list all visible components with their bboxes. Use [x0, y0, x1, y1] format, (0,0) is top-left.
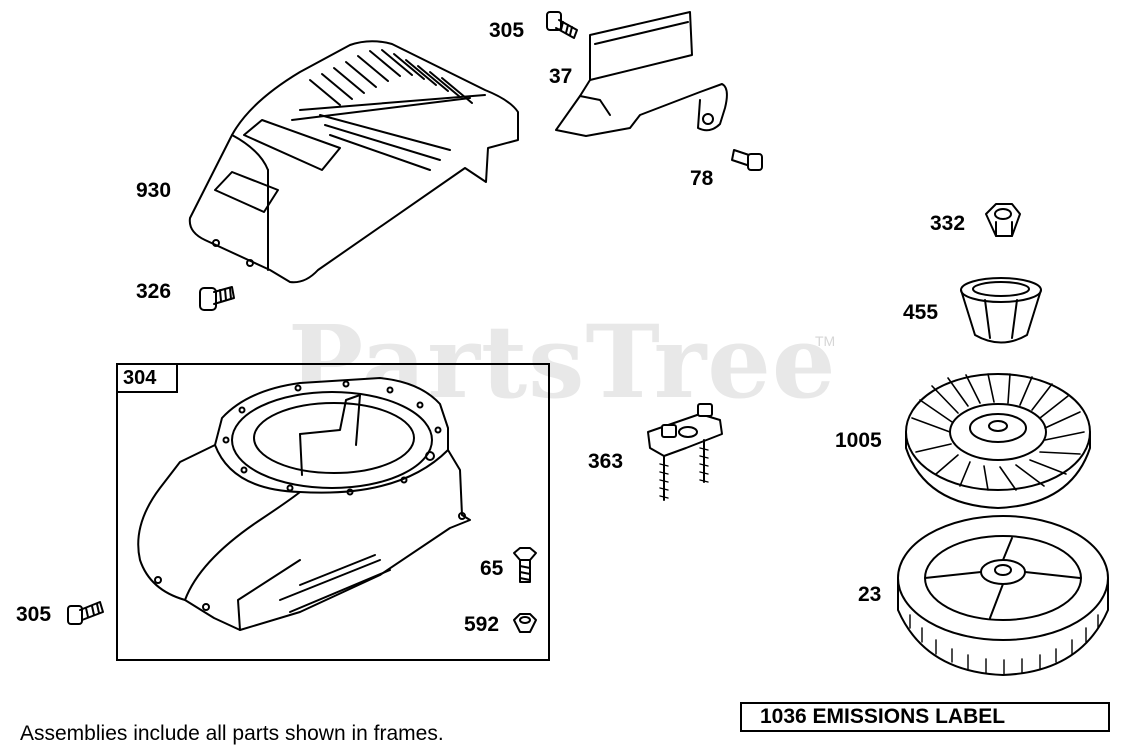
- callout-23[interactable]: 23: [858, 583, 882, 606]
- callout-37[interactable]: 37: [549, 65, 573, 88]
- callout-305-left[interactable]: 305: [16, 603, 52, 626]
- part-930-cover[interactable]: [188, 40, 519, 284]
- assemblies-note: Assemblies include all parts shown in fr…: [20, 722, 444, 745]
- callout-363[interactable]: 363: [588, 450, 624, 473]
- callout-305-top[interactable]: 305: [489, 19, 525, 42]
- part-1005-fan[interactable]: [905, 373, 1091, 509]
- part-304-housing[interactable]: [137, 377, 471, 631]
- callout-65[interactable]: 65: [480, 557, 504, 580]
- callout-78[interactable]: 78: [690, 167, 714, 190]
- callout-332[interactable]: 332: [930, 212, 966, 235]
- callout-455[interactable]: 455: [903, 301, 939, 324]
- callout-326[interactable]: 326: [136, 280, 172, 303]
- frame-label-304[interactable]: 304: [116, 363, 178, 393]
- part-37-air-guide[interactable]: [555, 11, 728, 137]
- emissions-label-box[interactable]: 1036 EMISSIONS LABEL: [740, 702, 1110, 732]
- part-65-bolt[interactable]: [513, 547, 537, 583]
- part-363-bracket[interactable]: [647, 403, 723, 501]
- part-332-nut[interactable]: [985, 203, 1021, 237]
- assembly-frame-304: [116, 363, 550, 661]
- part-305-top-screw[interactable]: [546, 11, 578, 39]
- callout-592[interactable]: 592: [464, 613, 500, 636]
- callout-930[interactable]: 930: [136, 179, 172, 202]
- part-326-screw[interactable]: [199, 286, 235, 311]
- part-78-screw[interactable]: [731, 149, 763, 171]
- part-592-nut[interactable]: [513, 613, 537, 633]
- part-455-cup[interactable]: [960, 277, 1042, 344]
- watermark-tm: TM: [815, 333, 836, 349]
- part-23-flywheel[interactable]: [897, 515, 1109, 676]
- callout-1005[interactable]: 1005: [835, 429, 882, 452]
- part-305-left-screw[interactable]: [67, 601, 104, 625]
